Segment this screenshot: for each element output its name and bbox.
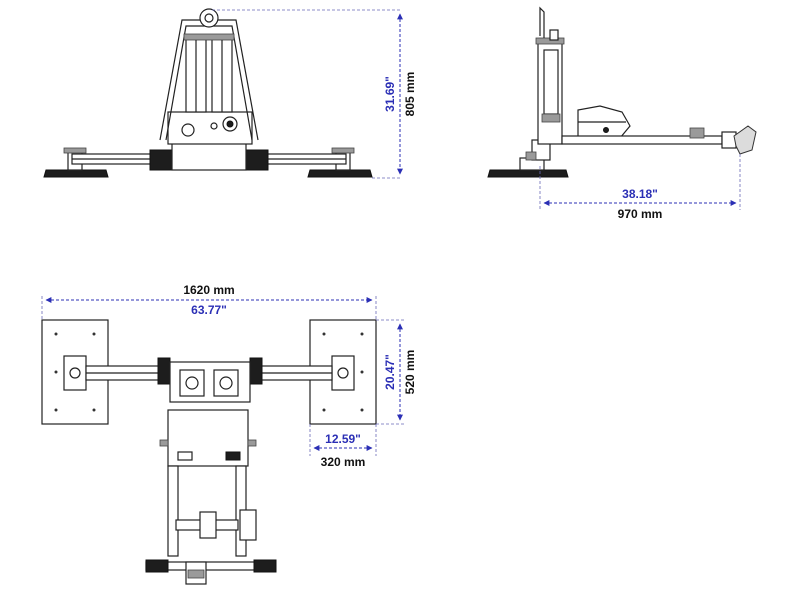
front-height-mm: 805 mm	[403, 72, 417, 117]
side-hook	[539, 6, 545, 38]
top-view: 1620 mm 63.77" 20.47" 520 mm 12.59" 320 …	[41, 283, 417, 585]
front-right-pad	[307, 169, 373, 178]
front-height-inches: 31.69"	[383, 76, 397, 112]
front-view: 31.69" 805 mm	[43, 8, 417, 179]
top-width-inches: 63.77"	[191, 303, 227, 317]
front-control-plate	[167, 111, 253, 145]
side-pad	[487, 169, 569, 178]
top-width-mm: 1620 mm	[183, 283, 234, 297]
pad-width-inches: 12.59"	[325, 432, 361, 446]
side-length-mm: 970 mm	[618, 207, 663, 221]
side-handle	[733, 125, 757, 155]
front-left-pad	[43, 169, 109, 178]
side-view: 38.18" 970 mm	[487, 6, 757, 221]
pad-width-mm: 320 mm	[321, 455, 366, 469]
pad-height-mm: 520 mm	[403, 350, 417, 395]
side-length-inches: 38.18"	[622, 187, 658, 201]
pad-height-inches: 20.47"	[383, 354, 397, 390]
